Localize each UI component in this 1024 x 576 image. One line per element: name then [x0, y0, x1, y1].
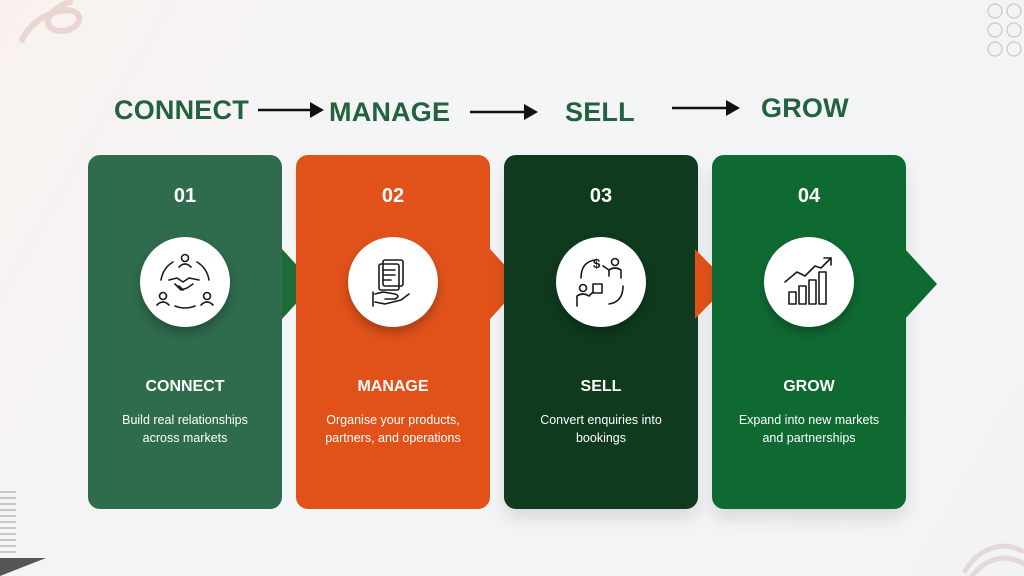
flow-arrow-icon — [258, 102, 324, 118]
card-number: 04 — [797, 185, 821, 207]
icon-circle: $ — [556, 237, 646, 327]
flow-step-connect: CONNECT — [114, 95, 249, 125]
stripes-decoration-bottom-left — [0, 491, 46, 576]
card-title: MANAGE — [357, 378, 429, 395]
card-description: Expand into new markets and partnerships — [738, 413, 880, 445]
handshake-icon — [156, 253, 214, 309]
card-manage: 02 MANAGE Organise your products, partne… — [296, 155, 490, 509]
flow-arrow-icon — [672, 100, 740, 116]
card-description: Build real relationships across markets — [122, 413, 248, 445]
squiggle-decoration-bottom-right — [962, 543, 1024, 576]
svg-text:$: $ — [593, 256, 601, 271]
card-grow: 04 GROW Expand into new markets and part… — [712, 155, 906, 509]
icon-circle — [764, 237, 854, 327]
card-number: 01 — [173, 185, 197, 207]
card-title: GROW — [783, 378, 835, 395]
flow-step-sell: SELL — [565, 97, 635, 127]
pointer-arrow-grow — [905, 249, 937, 319]
card-description: Organise your products, partners, and op… — [325, 413, 461, 445]
icon-circle — [348, 237, 438, 327]
growth-chart-icon — [784, 257, 832, 305]
squiggle-decoration-top-left — [19, 0, 83, 43]
icon-circle — [140, 237, 230, 327]
card-number: 03 — [589, 185, 613, 207]
card-sell: 03 $ SELL Convert enquiries into booking… — [504, 155, 698, 509]
flow-step-manage: MANAGE — [329, 97, 451, 127]
flow-step-grow: GROW — [761, 93, 849, 123]
documents-hand-icon — [372, 259, 410, 307]
card-connect: 01 CONNECT Build real relationships acro… — [88, 155, 282, 509]
card-description: Convert enquiries into bookings — [540, 413, 662, 445]
flow-arrow-icon — [470, 104, 538, 120]
card-title: CONNECT — [145, 378, 225, 395]
card-title: SELL — [580, 378, 622, 395]
exchange-icon: $ — [576, 256, 624, 307]
dots-decoration-top-right — [987, 3, 1022, 57]
card-number: 02 — [381, 185, 405, 207]
